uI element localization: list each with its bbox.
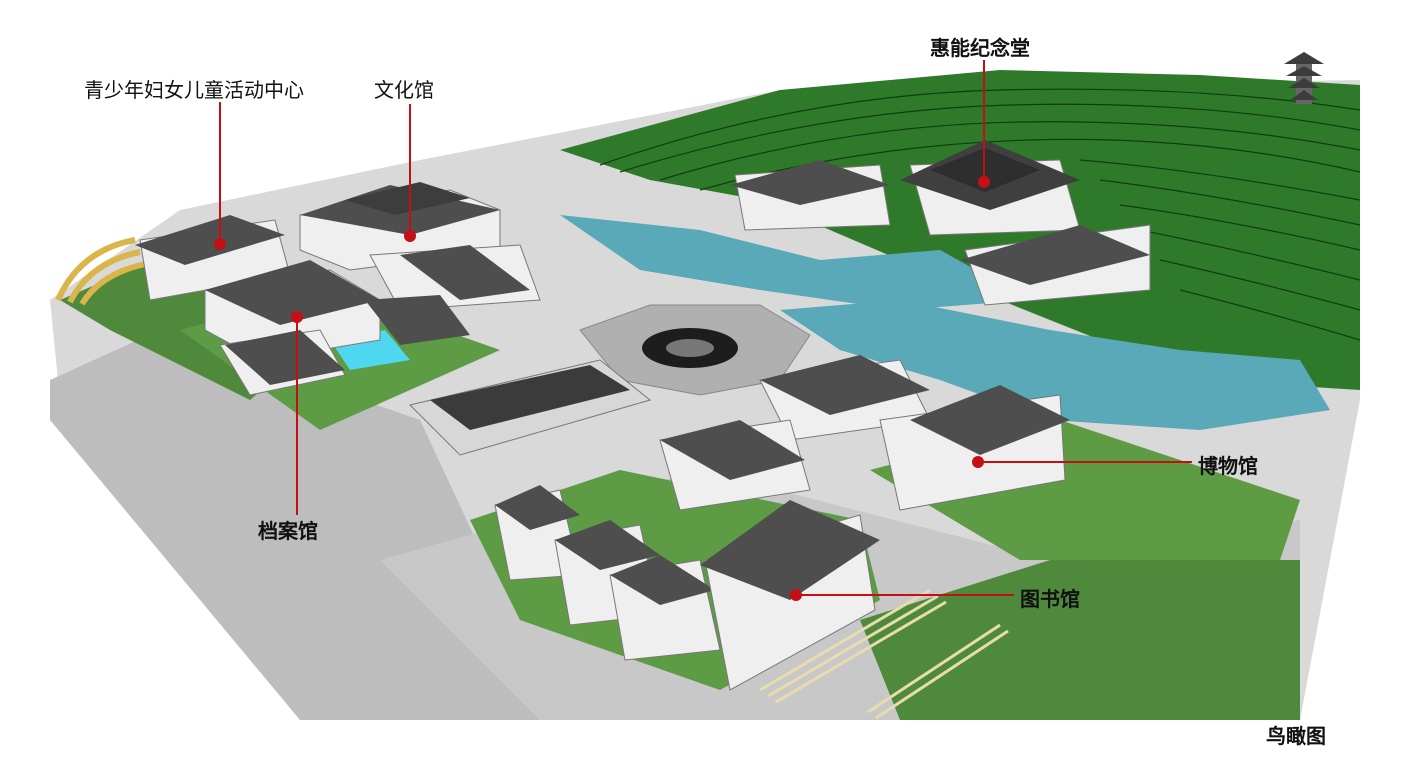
plaza-ring-center: [666, 339, 714, 357]
marker-archives: [291, 311, 303, 323]
label-youth-center: 青少年妇女儿童活动中心: [84, 78, 304, 102]
building-memorial-hall: [730, 140, 1151, 306]
marker-youth-center: [214, 238, 226, 250]
building-culture-hall-south: [369, 244, 541, 311]
label-library: 图书馆: [1020, 587, 1080, 611]
building-courtyard-middle: [409, 359, 652, 456]
building-museum: [759, 355, 1070, 511]
amphitheater: [55, 237, 146, 306]
label-museum: 博物馆: [1198, 454, 1258, 478]
pagoda: [1284, 52, 1324, 104]
marker-culture-hall: [404, 230, 416, 242]
caption: 鸟瞰图: [1266, 724, 1326, 748]
lawn-south: [860, 560, 1300, 720]
building-archives: [204, 260, 470, 396]
lake-east: [780, 300, 1330, 430]
striped-beds: [759, 588, 1009, 720]
marker-library: [790, 589, 802, 601]
building-library: [494, 419, 880, 691]
marker-museum: [972, 456, 984, 468]
marker-memorial-hall: [978, 176, 990, 188]
label-culture-hall: 文化馆: [374, 78, 434, 102]
label-memorial-hall: 惠能纪念堂: [930, 36, 1030, 60]
label-archives: 档案馆: [258, 519, 318, 543]
pond-north: [560, 215, 1030, 310]
road-network: [50, 330, 560, 720]
